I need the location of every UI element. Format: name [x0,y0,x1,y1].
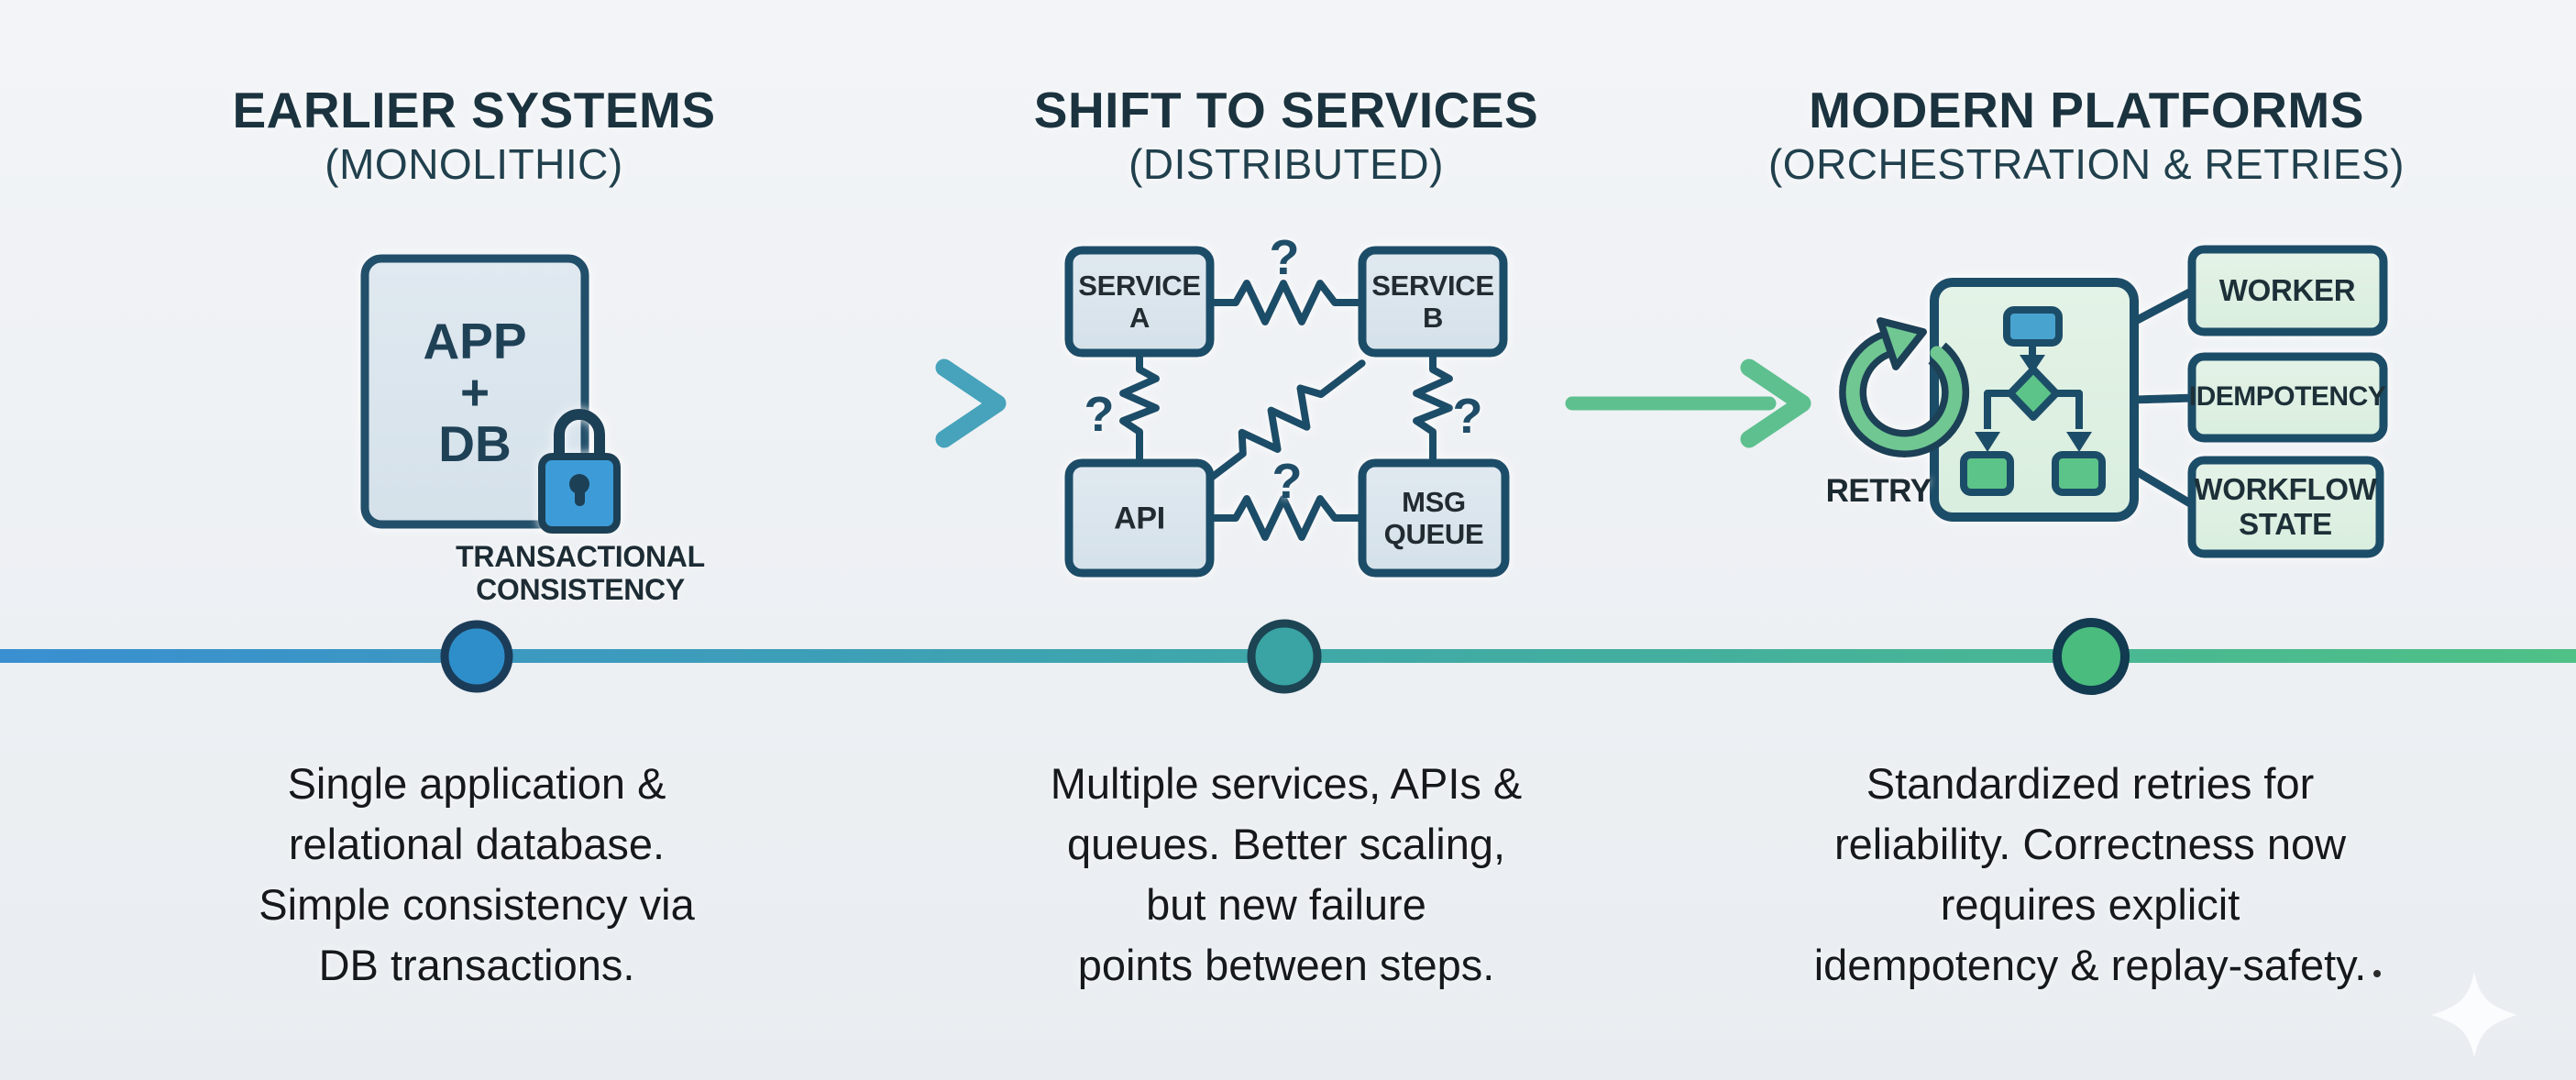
orchestration-diagram [1839,245,2388,558]
transactional-consistency-caption: TRANSACTIONAL CONSISTENCY [456,540,705,606]
arrow-monolith-to-services [754,358,1007,448]
worker-label: WORKER [2218,273,2356,307]
service-a-label: SERVICE A [1078,270,1201,334]
app-db-line: APP [423,313,527,369]
worker-box [2187,245,2388,336]
description-line: Single application & [287,759,666,808]
stage-1-title: EARLIER SYSTEMS [232,82,716,138]
retry-icon [1839,317,1970,457]
question-mark-left: ? [1084,387,1115,442]
zigzag-api-msg-queue [1206,495,1366,541]
stage-2-title: SHIFT TO SERVICES [1033,82,1539,138]
arrow-services-to-platforms [1565,358,1811,448]
api-box [1064,458,1215,578]
description-line: points between steps. [1077,941,1495,989]
msg-queue-label: MSG QUEUE [1384,486,1484,550]
caption-line: TRANSACTIONAL [456,540,705,573]
description-line: DB transactions. [318,941,635,989]
stage-1-subtitle: (MONOLITHIC) [325,140,623,188]
question-mark-right: ? [1452,389,1483,444]
stage-3-subtitle: (ORCHESTRATION & RETRIES) [1767,140,2405,188]
lock-icon [538,409,621,534]
idempotency-box [2187,352,2388,443]
monolith-icon [360,254,589,529]
node-line: A [1128,302,1150,334]
app-db-line: DB [438,415,512,472]
node-line: SERVICE [1371,270,1494,302]
app-db-label: APP + DB [423,315,526,469]
description-line: but new failure [1146,880,1426,929]
api-label: API [1114,501,1165,536]
node-line: SERVICE [1078,270,1201,302]
description-line: requires explicit [1940,880,2240,929]
description-line: reliability. Correctness now [1833,820,2347,868]
timeline-dot-3 [2053,618,2130,695]
flowchart-icon [1960,306,2106,496]
workflow-state-label: WORKFLOW STATE [2194,472,2377,542]
retry-label: RETRY [1825,473,1932,509]
service-b-box [1358,246,1508,358]
services-diagram [1064,246,1510,578]
description-line: Multiple services, APIs & [1050,759,1523,808]
description-line: idempotency & replay-safety. [1813,941,2367,989]
description-line: queues. Better scaling, [1066,820,1506,868]
out-line: WORKFLOW [2194,472,2377,506]
zigzag-service-b-msg-queue [1413,349,1453,467]
timeline-dot-2 [1247,619,1322,694]
question-mark-top: ? [1269,230,1300,285]
zigzag-api-service-b [1206,359,1366,482]
description-line: Standardized retries for [1866,759,2315,808]
service-b-label: SERVICE B [1371,270,1494,334]
out-line: STATE [2239,507,2332,541]
msg-queue-box [1358,458,1510,578]
service-a-box [1064,246,1215,358]
timeline-dot-1 [440,620,513,693]
stage-3-title: MODERN PLATFORMS [1809,82,2364,138]
sparkle-icon [2431,972,2517,1058]
question-mark-center: ? [1271,454,1303,509]
description-line: relational database. [288,820,666,868]
zigzag-service-a-b [1206,280,1366,325]
description-line: Simple consistency via [259,880,695,929]
caption-line: CONSISTENCY [476,573,685,606]
node-line: QUEUE [1383,518,1484,550]
idempotency-label: IDEMPOTENCY [2188,381,2386,412]
stage-2-subtitle: (DISTRIBUTED) [1128,140,1444,188]
node-line: MSG [1402,486,1466,518]
workflow-state-box [2187,456,2384,558]
app-db-line: + [459,364,490,421]
zigzag-service-a-api [1119,349,1160,467]
speck [2373,970,2381,977]
node-line: B [1422,302,1444,334]
